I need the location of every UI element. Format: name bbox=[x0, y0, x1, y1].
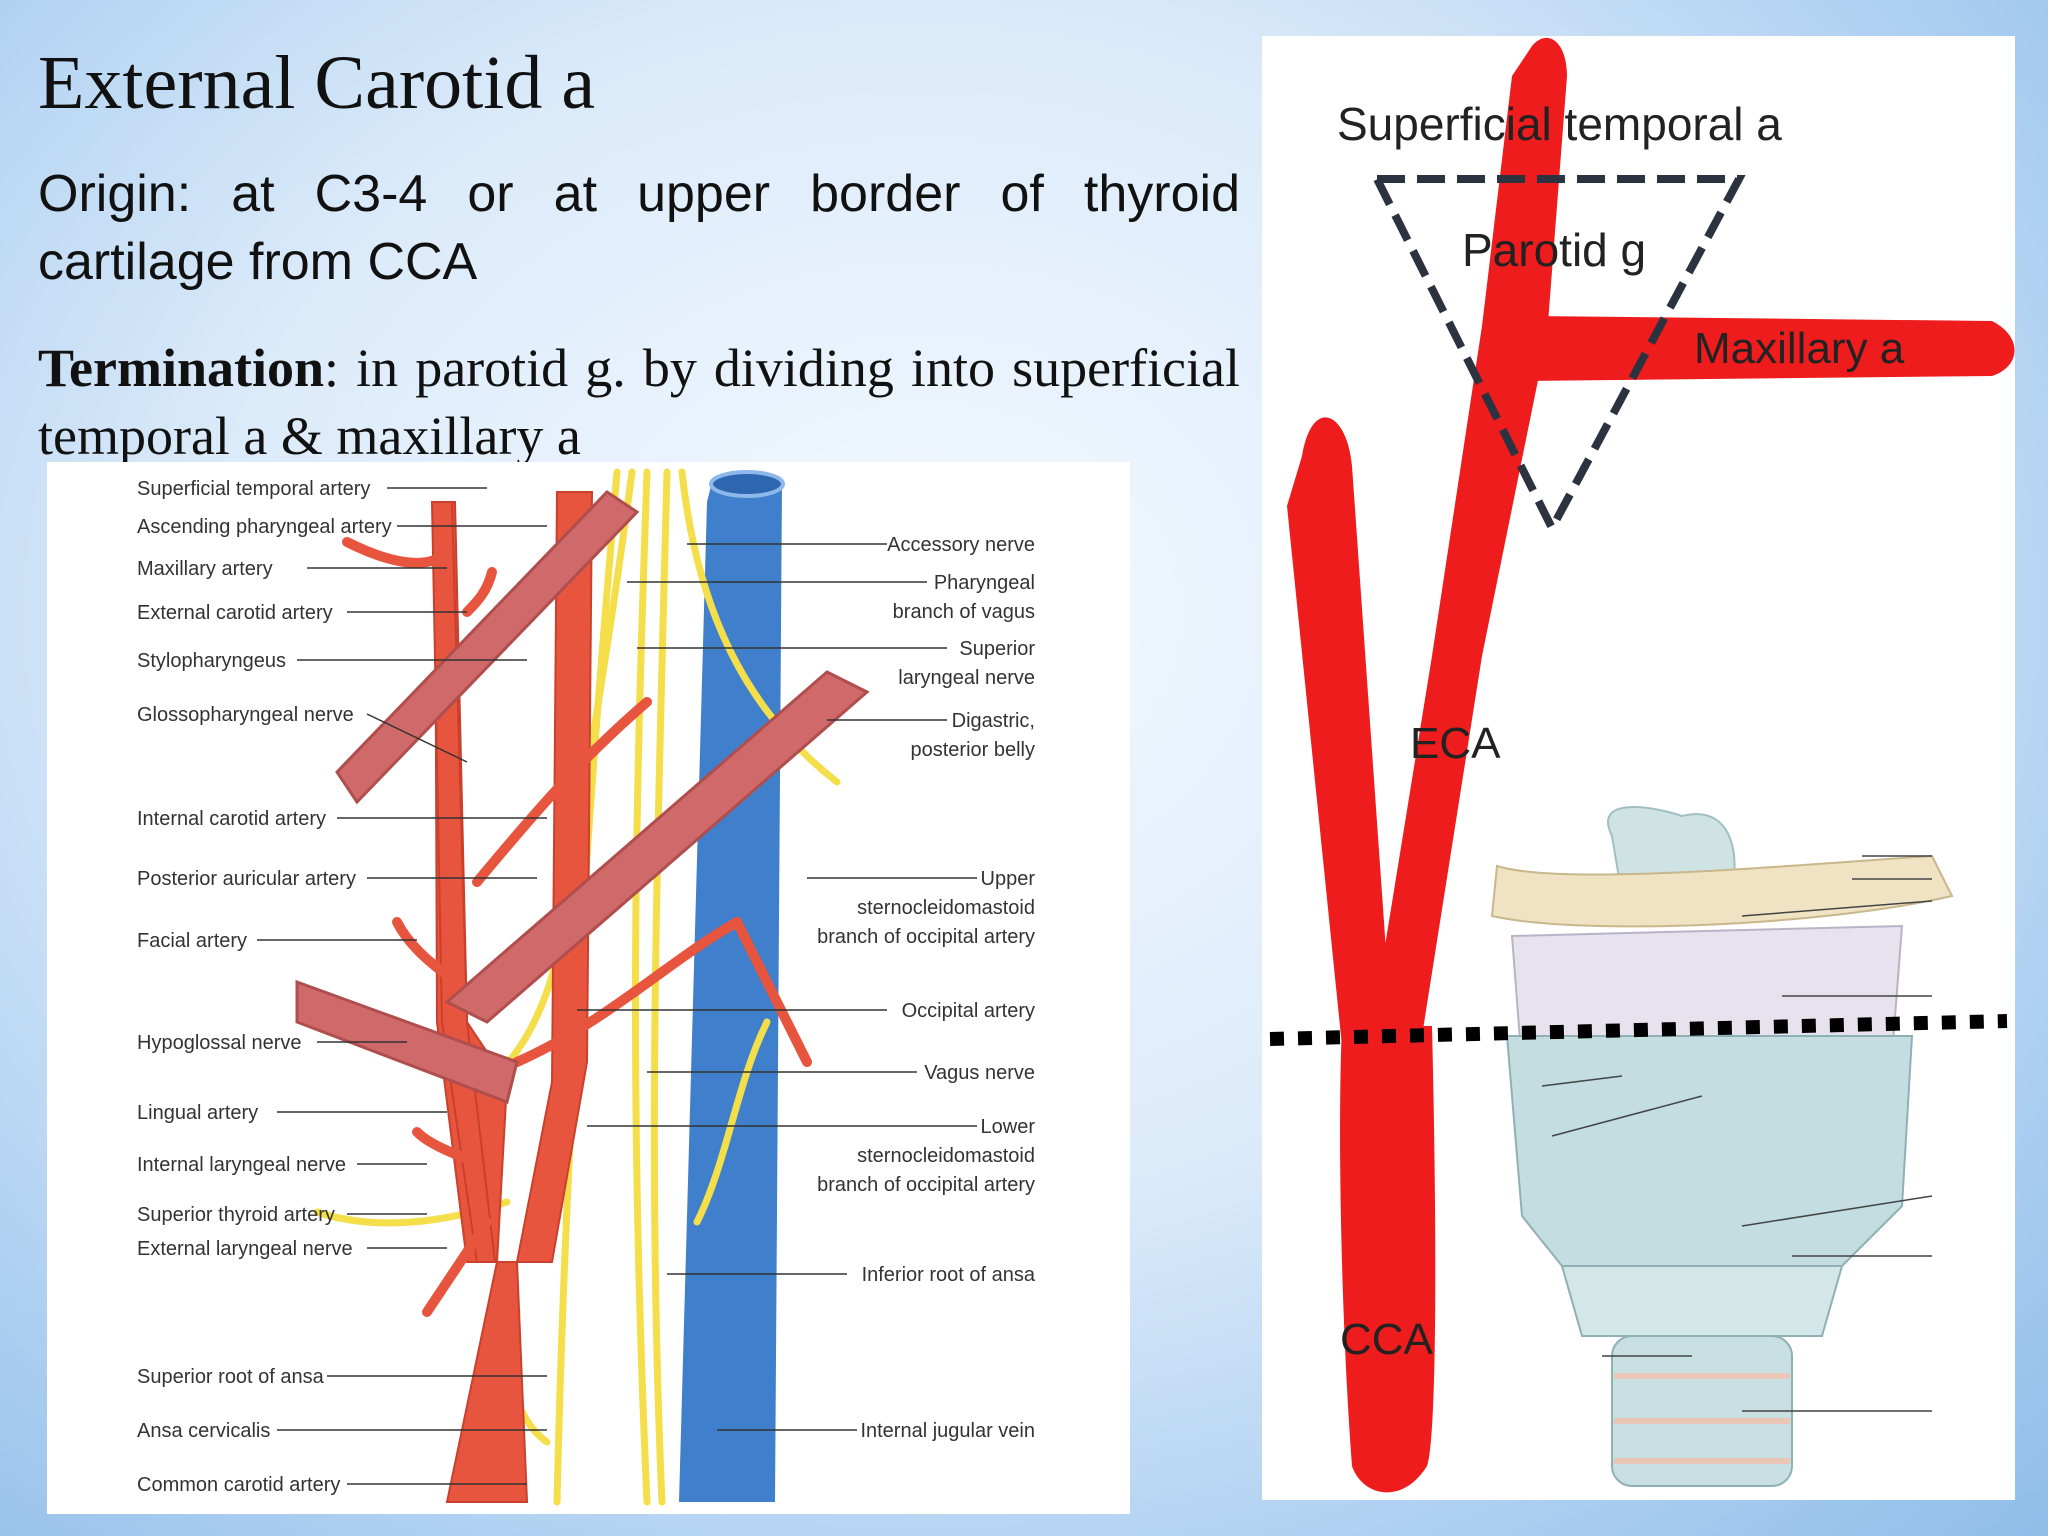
origin-text: Origin: at C3-4 or at upper border of th… bbox=[38, 165, 1240, 291]
right-anatomy-label-line: Inferior root of ansa bbox=[862, 1264, 1036, 1286]
right-anatomy-label-line: Occipital artery bbox=[902, 1000, 1035, 1022]
left-anatomy-label: Superior root of ansa bbox=[137, 1366, 325, 1388]
common-carotid-schematic bbox=[1340, 1026, 1436, 1493]
maxillary-label: Maxillary a bbox=[1694, 324, 1905, 373]
digastric-muscle bbox=[444, 670, 870, 1024]
right-anatomy-label-line: Pharyngeal bbox=[934, 572, 1035, 594]
cca-label: CCA bbox=[1340, 1315, 1434, 1364]
left-anatomy-label: External carotid artery bbox=[137, 602, 333, 624]
right-anatomy-label: Internal jugular vein bbox=[860, 1420, 1035, 1442]
right-anatomy-label-line: branch of vagus bbox=[893, 601, 1035, 623]
right-anatomy-label-line: sternocleidomastoid bbox=[857, 1145, 1035, 1167]
right-anatomy-label-line: Lower bbox=[981, 1116, 1036, 1138]
superficial-temporal-artery-schematic bbox=[1372, 37, 1567, 1036]
muscles bbox=[295, 490, 870, 1105]
maxillary-artery-schematic bbox=[1522, 316, 2015, 381]
schematic-arteries bbox=[1287, 37, 2015, 1493]
thyroid-cartilage bbox=[1505, 1035, 1914, 1267]
right-anatomy-label: Upper sternocleidomastoid branch of occipi… bbox=[817, 868, 1035, 948]
termination-label: Termination bbox=[38, 338, 325, 398]
carotid-schematic-diagram: Superficial temporal a Parotid g Maxilla… bbox=[1262, 36, 2015, 1500]
carotid-schematic-svg: Superficial temporal a Parotid g Maxilla… bbox=[1269, 37, 2015, 1493]
right-anatomy-label: Vagus nerve bbox=[924, 1062, 1035, 1084]
termination-text: Termination: in parotid g. by dividing i… bbox=[38, 334, 1240, 470]
leader-lines bbox=[257, 487, 977, 1485]
parotid-label: Parotid g bbox=[1462, 224, 1646, 276]
left-anatomy-label: Superior thyroid artery bbox=[137, 1204, 335, 1226]
right-anatomy-label: Superior laryngeal nerve bbox=[898, 638, 1035, 689]
thyroid-level-line bbox=[1269, 1014, 2008, 1046]
right-anatomy-label-line: Vagus nerve bbox=[924, 1062, 1035, 1084]
left-anatomy-label: Ascending pharyngeal artery bbox=[137, 516, 392, 538]
right-anatomy-label-line: posterior belly bbox=[910, 739, 1035, 761]
left-anatomy-label: External laryngeal nerve bbox=[137, 1238, 353, 1260]
cricoid-cartilage bbox=[1560, 1265, 1844, 1337]
left-anatomy-label: Stylopharyngeus bbox=[137, 650, 286, 672]
right-anatomy-label-line: branch of occipital artery bbox=[817, 926, 1035, 948]
left-anatomy-label: Facial artery bbox=[137, 930, 247, 952]
right-anatomy-label: Inferior root of ansa bbox=[862, 1264, 1036, 1286]
internal-carotid-schematic bbox=[1287, 417, 1392, 1046]
right-anatomy-label: Pharyngeal branch of vagus bbox=[893, 572, 1035, 623]
slide-title: External Carotid a bbox=[38, 41, 596, 125]
left-anatomy-label: Ansa cervicalis bbox=[137, 1420, 270, 1442]
left-anatomy-label: Common carotid artery bbox=[137, 1474, 340, 1496]
termination-description: : in parotid g. by dividing into superfi… bbox=[38, 338, 1240, 466]
left-anatomy-label: Superficial temporal artery bbox=[137, 478, 370, 500]
parotid-gland-outline bbox=[1370, 175, 1746, 537]
left-anatomy-label: Hypoglossal nerve bbox=[137, 1032, 302, 1054]
right-anatomy-label-line: laryngeal nerve bbox=[898, 667, 1035, 689]
right-anatomy-label-line: Accessory nerve bbox=[887, 534, 1035, 556]
left-anatomy-label: Internal laryngeal nerve bbox=[137, 1154, 346, 1176]
right-anatomy-label-line: Digastric, bbox=[952, 710, 1035, 732]
right-anatomy-label-line: Superior bbox=[959, 638, 1035, 660]
right-anatomy-label: Occipital artery bbox=[902, 1000, 1035, 1022]
larynx-illustration bbox=[1490, 806, 1954, 1487]
right-anatomy-label-line: branch of occipital artery bbox=[817, 1174, 1035, 1196]
internal-jugular-vein-top bbox=[709, 470, 785, 498]
left-anatomy-label: Glossopharyngeal nerve bbox=[137, 704, 354, 726]
right-anatomy-label: Lower sternocleidomastoid branch of occipi… bbox=[817, 1116, 1035, 1196]
left-anatomy-label: Maxillary artery bbox=[137, 558, 273, 580]
right-anatomy-label-line: sternocleidomastoid bbox=[857, 897, 1035, 919]
eca-label: ECA bbox=[1410, 719, 1501, 768]
left-anatomy-label: Lingual artery bbox=[137, 1102, 258, 1124]
right-anatomy-label-line: Upper bbox=[981, 868, 1036, 890]
right-anatomy-label-line: Internal jugular vein bbox=[860, 1420, 1035, 1442]
left-anatomy-label: Internal carotid artery bbox=[137, 808, 326, 830]
artery-branches bbox=[342, 537, 812, 1317]
right-anatomy-label: Digastric, posterior belly bbox=[910, 710, 1035, 761]
right-anatomy-label: Accessory nerve bbox=[887, 534, 1035, 556]
left-anatomy-label: Posterior auricular artery bbox=[137, 868, 356, 890]
stylopharyngeus-muscle bbox=[335, 490, 640, 805]
superficial-temporal-label: Superficial temporal a bbox=[1337, 98, 1782, 150]
